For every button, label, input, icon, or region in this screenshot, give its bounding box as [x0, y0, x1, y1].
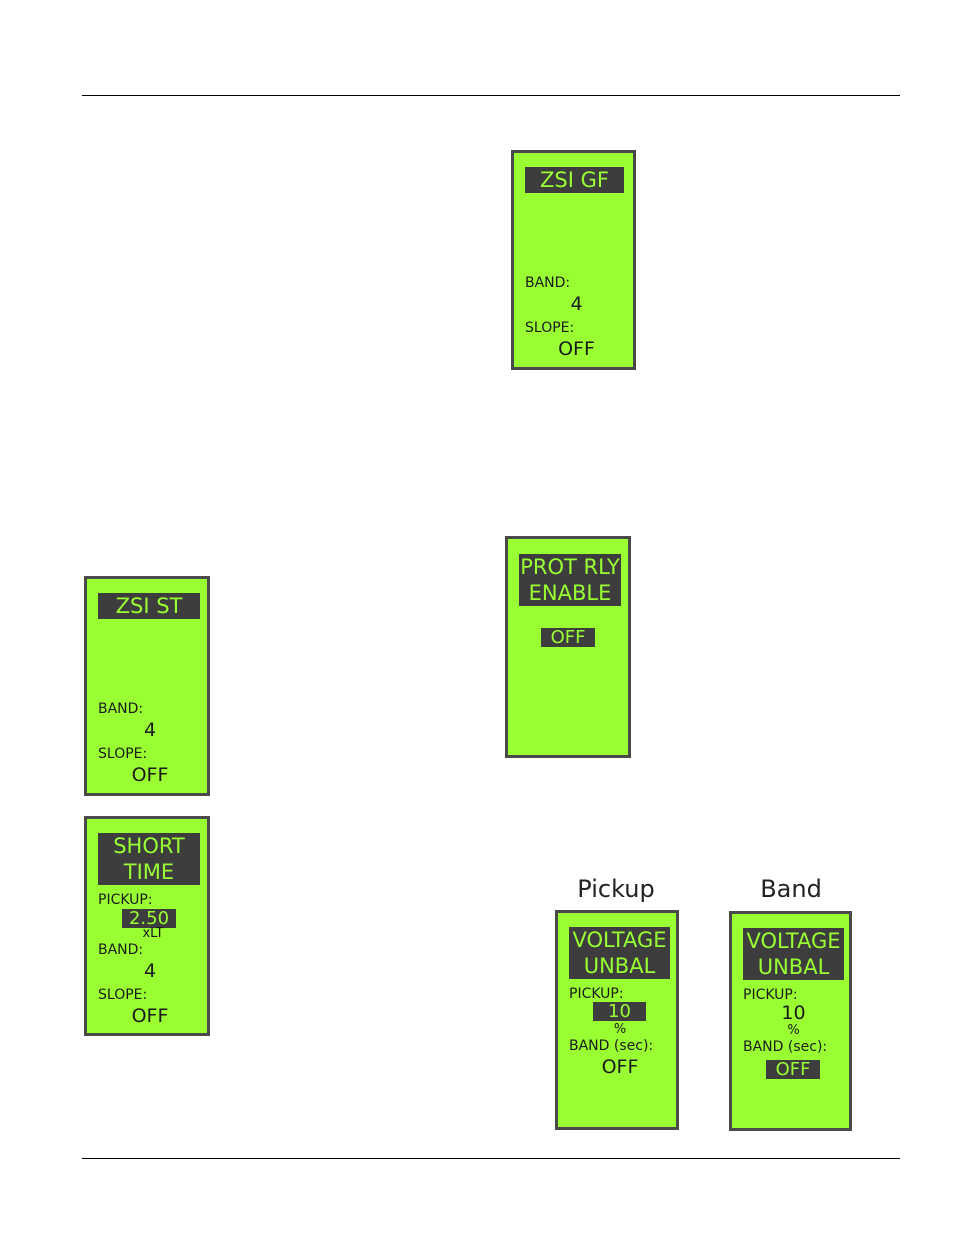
caption-pickup: Pickup [555, 875, 677, 903]
pickup-unit: % [558, 1023, 682, 1037]
band-label: BAND: [525, 275, 570, 291]
pickup-value: 10 [593, 1002, 646, 1021]
screen-title-line1: PROT RLY [519, 554, 621, 580]
lcd-screen-voltage-unbal-band: VOLTAGE UNBAL PICKUP: 10 % BAND (sec): O… [729, 911, 852, 1131]
screen-title-line2: ENABLE [519, 580, 621, 606]
screen-title-line2: UNBAL [743, 954, 844, 980]
screen-title: ZSI ST [98, 593, 200, 619]
screen-title-line2: UNBAL [569, 953, 670, 979]
pickup-label: PICKUP: [569, 986, 624, 1002]
caption-band: Band [730, 875, 852, 903]
slope-label: SLOPE: [525, 320, 574, 336]
screen-title-line1: VOLTAGE [743, 928, 844, 954]
pickup-unit: % [732, 1024, 855, 1038]
band-label: BAND: [98, 942, 143, 958]
pickup-label: PICKUP: [743, 987, 798, 1003]
slope-value: OFF [514, 338, 639, 360]
band-value: OFF [558, 1056, 682, 1078]
lcd-screen-prot-rly-enable: PROT RLY ENABLE OFF [505, 536, 631, 758]
screen-title-line2: TIME [98, 859, 200, 885]
band-label: BAND (sec): [569, 1038, 653, 1054]
band-value: 4 [87, 719, 213, 741]
lcd-screen-short-time: SHORT TIME PICKUP: 2.50 xLT BAND: 4 SLOP… [84, 816, 210, 1036]
band-label: BAND (sec): [743, 1039, 827, 1055]
lcd-screen-zsi-st: ZSI ST BAND: 4 SLOPE: OFF [84, 576, 210, 796]
footer-rule [82, 1158, 900, 1159]
lcd-screen-voltage-unbal-pickup: VOLTAGE UNBAL PICKUP: 10 % BAND (sec): O… [555, 910, 679, 1130]
lcd-screen-zsi-gf: ZSI GF BAND: 4 SLOPE: OFF [511, 150, 636, 370]
slope-value: OFF [87, 764, 213, 786]
band-value: 4 [514, 293, 639, 315]
header-rule [82, 95, 900, 96]
pickup-value: 10 [732, 1002, 855, 1024]
slope-label: SLOPE: [98, 746, 147, 762]
slope-label: SLOPE: [98, 987, 147, 1003]
enable-value: OFF [541, 628, 595, 647]
band-value: 4 [87, 960, 213, 982]
screen-title-line1: SHORT [98, 833, 200, 859]
pickup-label: PICKUP: [98, 892, 153, 908]
slope-value: OFF [87, 1005, 213, 1027]
band-value: OFF [766, 1060, 820, 1079]
screen-title-line1: VOLTAGE [569, 927, 670, 953]
band-label: BAND: [98, 701, 143, 717]
screen-title: ZSI GF [525, 167, 624, 193]
pickup-unit: xLT [87, 927, 219, 941]
